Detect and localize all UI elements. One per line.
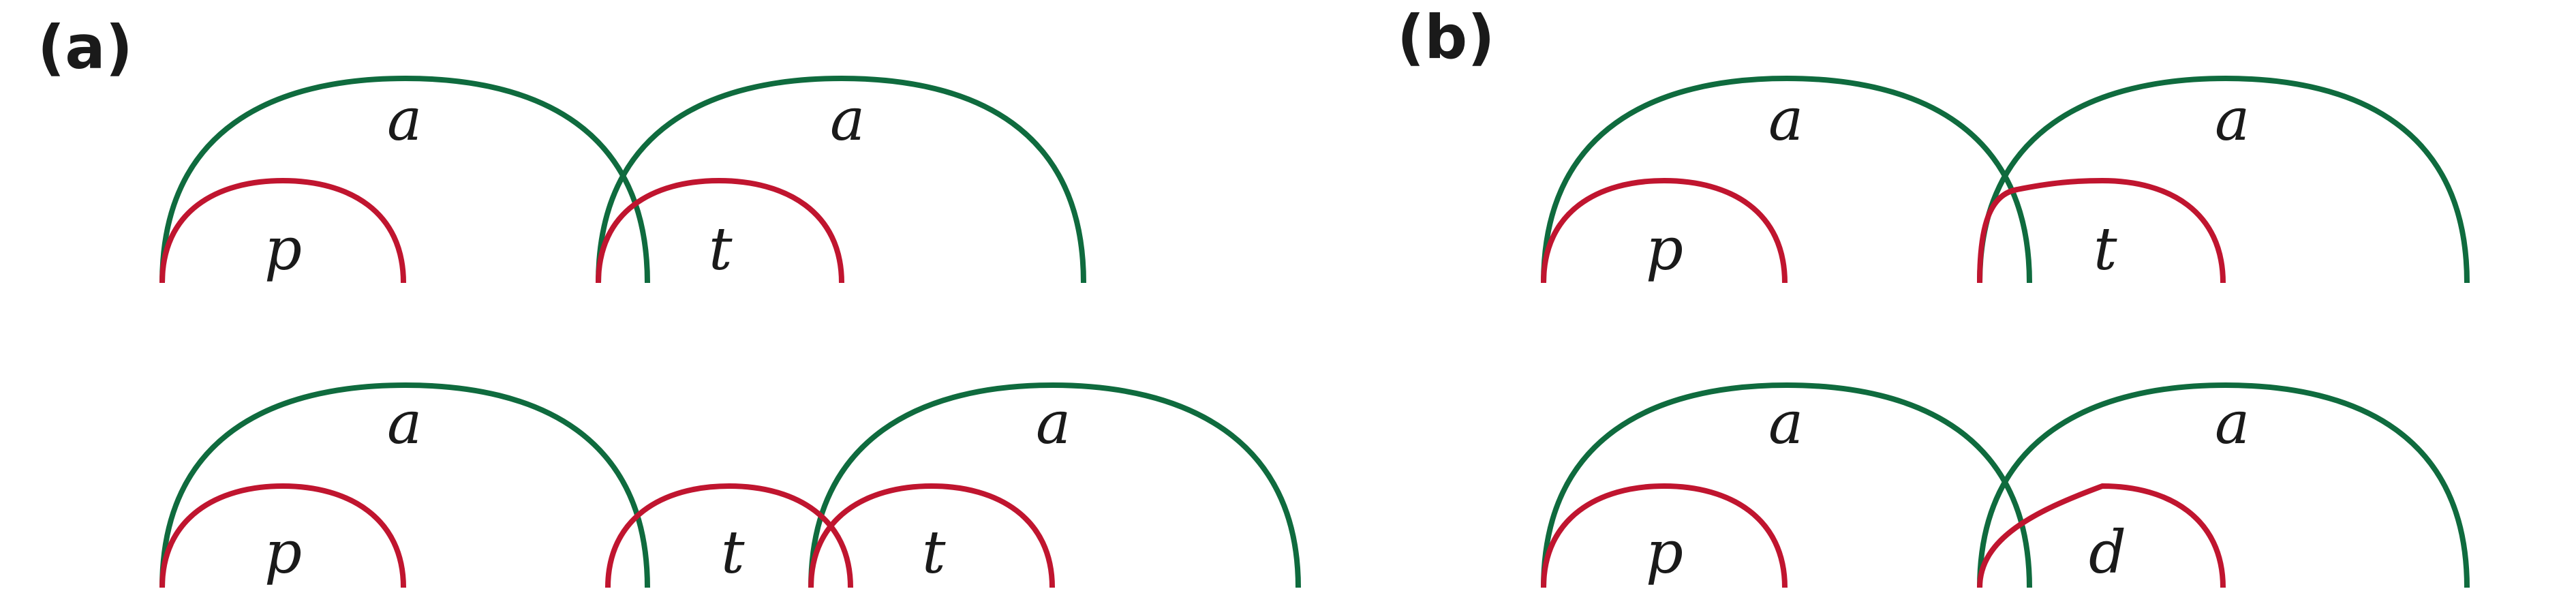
- red-arc: [1977, 483, 2226, 588]
- arc-label: p: [1646, 215, 1683, 284]
- arc-label: t: [922, 519, 946, 587]
- panel-label-b: (b): [1397, 2, 1494, 72]
- red-arc: [159, 177, 406, 284]
- arc-label: a: [830, 86, 865, 154]
- arc-label: p: [264, 215, 302, 284]
- arc-label: p: [264, 519, 302, 587]
- green-arc: [1977, 75, 2470, 284]
- green-arc: [159, 75, 650, 284]
- arc-label: a: [2215, 86, 2250, 154]
- red-arc: [1541, 483, 1788, 588]
- arc-label: a: [1768, 86, 1803, 154]
- arc-label: a: [387, 86, 422, 154]
- red-arc: [605, 483, 853, 588]
- arc-label: t: [721, 519, 745, 587]
- green-arc: [1541, 382, 2032, 588]
- panel-label-a: (a): [37, 12, 133, 82]
- green-arc: [1541, 75, 2032, 284]
- arc-label: p: [1646, 519, 1683, 587]
- green-arc: [596, 75, 1086, 284]
- red-arc: [808, 483, 1055, 588]
- arc-label: a: [1768, 389, 1803, 457]
- red-arc: [1977, 177, 2226, 284]
- arc-label: d: [2089, 519, 2126, 587]
- panel-a-top: a a p t: [159, 75, 1086, 284]
- green-arc: [159, 382, 650, 588]
- green-arc: [808, 382, 1301, 588]
- arc-label: a: [387, 389, 422, 457]
- arc-label: a: [1036, 389, 1071, 457]
- panel-a-bottom: a a p t t: [159, 382, 1301, 588]
- red-arc: [1541, 177, 1788, 284]
- arc-label: a: [2215, 389, 2250, 457]
- arc-label: t: [2094, 215, 2117, 284]
- green-arc: [1977, 382, 2470, 588]
- red-arc: [159, 483, 406, 588]
- panel-b-bottom: a a p d: [1541, 382, 2470, 588]
- panel-b-top: a a p t: [1541, 75, 2470, 284]
- red-arc: [596, 177, 844, 284]
- arc-label: t: [709, 215, 733, 284]
